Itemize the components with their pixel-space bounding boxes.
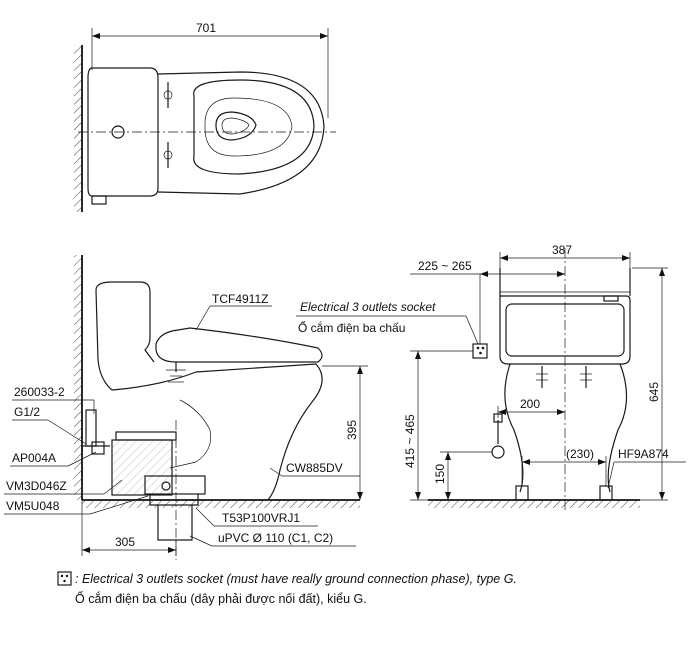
label-thread: G1/2	[14, 405, 40, 419]
label-bolts: HF9A874	[618, 447, 669, 461]
footnote-vi: Ổ cắm điện ba chấu (dây phải được nối đấ…	[75, 592, 367, 606]
dim-height: 645	[647, 382, 661, 402]
dim-rough-in: 305	[115, 535, 135, 549]
socket-label-vi: Ổ cắm điện ba chấu	[298, 320, 405, 335]
front-view: 387 225 ~ 265 645 415 ~ 465 150 200	[296, 243, 686, 512]
socket-icon	[57, 571, 72, 586]
dim-bolt-spacing: (230)	[566, 447, 594, 461]
footnote-en: : Electrical 3 outlets socket (must have…	[75, 572, 517, 586]
label-flange: VM3D046Z	[6, 479, 67, 493]
label-pipe: uPVC Ø 110 (C1, C2)	[218, 531, 333, 545]
label-bowl: CW885DV	[286, 461, 343, 475]
dim-seat-height: 395	[345, 420, 359, 440]
label-seal: VM5U048	[6, 499, 60, 513]
socket-label-en: Electrical 3 outlets socket	[300, 300, 436, 314]
dim-overall-width: 387	[552, 243, 572, 257]
label-drain: T53P100VRJ1	[222, 511, 300, 525]
label-valve: AP004A	[12, 451, 56, 465]
label-seat: TCF4911Z	[212, 292, 268, 306]
dim-supply-height: 150	[433, 464, 447, 484]
dim-socket-height: 415 ~ 465	[403, 414, 417, 468]
dim-supply-offset: 200	[520, 397, 540, 411]
dim-socket-offset: 225 ~ 265	[418, 259, 472, 273]
side-view: 395 305 TCF4911Z 260033-2 G1/2 AP004A VM…	[4, 255, 368, 560]
dim-overall-length: 701	[196, 21, 216, 35]
top-view: 701	[74, 21, 336, 212]
label-fitting-a: 260033-2	[14, 385, 65, 399]
